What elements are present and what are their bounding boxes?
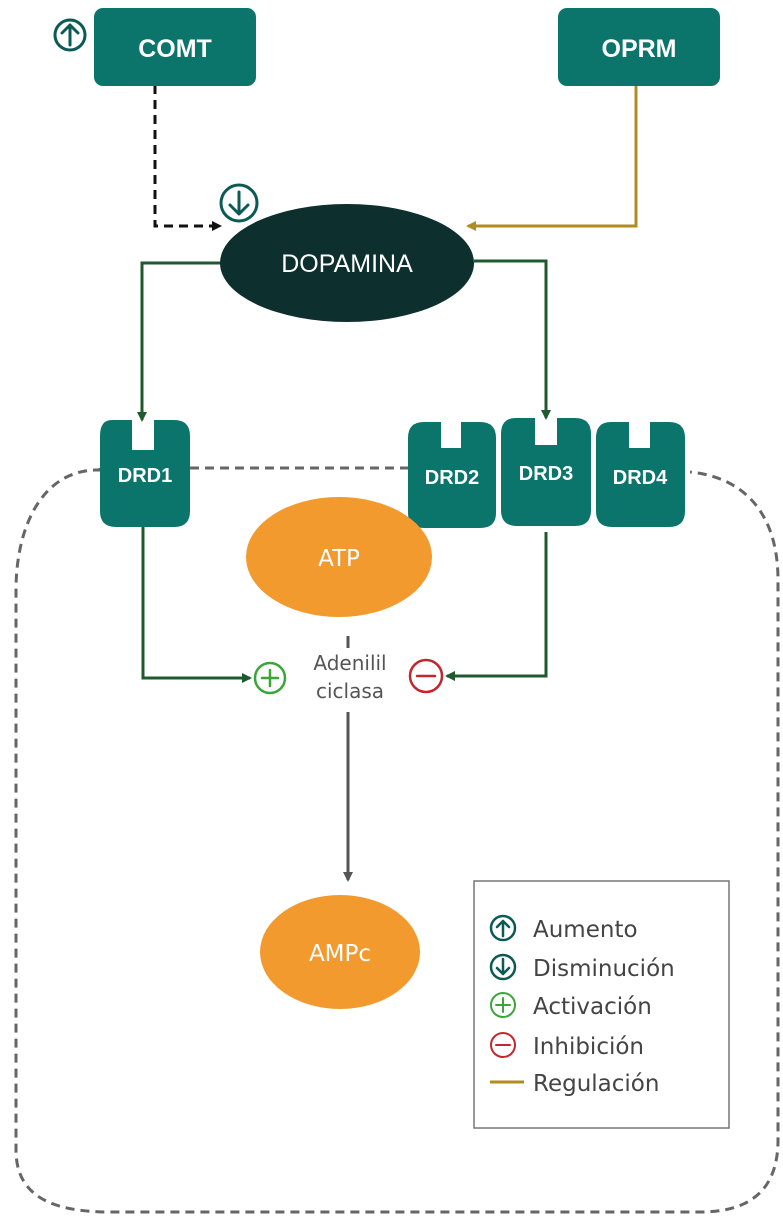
legend: Aumento Disminución Activación Inhibició…	[473, 880, 730, 1129]
drd4-receptor: DRD4	[596, 422, 685, 527]
ampc-label: AMPc	[309, 941, 371, 967]
legend-inhibicion-icon	[490, 1032, 516, 1058]
dopamina-to-drd1-arrow	[137, 261, 222, 422]
drd3-receptor: DRD3	[501, 418, 591, 526]
drd4-label: DRD4	[613, 467, 668, 489]
drd1-label: DRD1	[118, 465, 172, 487]
drd3-label: DRD3	[519, 463, 573, 485]
legend-inhibicion-label: Inhibición	[533, 1034, 644, 1060]
dopamina-to-drd3-arrow	[474, 259, 551, 420]
dopamina-label: DOPAMINA	[281, 250, 413, 278]
plus-circle-icon	[253, 661, 287, 695]
atp-label: ATP	[318, 546, 360, 572]
minus-circle-icon	[408, 658, 444, 694]
legend-aumento-icon	[489, 914, 517, 942]
legend-activacion-icon	[490, 992, 516, 1018]
legend-disminucion-label: Disminución	[533, 956, 675, 982]
legend-activacion-label: Activación	[533, 994, 652, 1020]
oprm-node: OPRM	[558, 8, 720, 86]
adenilil-label-line2: ciclasa	[316, 679, 384, 703]
oprm-label: OPRM	[602, 35, 677, 63]
drd3-to-inhibition-arrow	[445, 532, 548, 681]
legend-disminucion-icon	[489, 953, 517, 981]
drd1-receptor: DRD1	[100, 420, 190, 527]
adenilil-label-line1: Adenilil	[313, 651, 386, 675]
cell-membrane	[14, 468, 780, 1214]
comt-node: COMT	[94, 8, 256, 86]
dopamina-node: DOPAMINA	[220, 204, 474, 322]
legend-regulacion-label: Regulación	[533, 1071, 659, 1097]
comt-label: COMT	[138, 35, 212, 63]
drd2-label: DRD2	[425, 467, 479, 489]
drd1-to-activation-arrow	[141, 527, 252, 683]
drd2-receptor: DRD2	[408, 422, 496, 528]
comt-to-dopamina-arrow	[153, 85, 222, 231]
up-arrow-circle-icon	[53, 18, 87, 52]
atp-node: ATP	[246, 497, 432, 617]
down-arrow-circle-icon	[219, 183, 259, 223]
legend-aumento-label: Aumento	[533, 917, 638, 943]
ampc-node: AMPc	[260, 895, 420, 1009]
oprm-to-dopamina-arrow	[466, 85, 638, 231]
